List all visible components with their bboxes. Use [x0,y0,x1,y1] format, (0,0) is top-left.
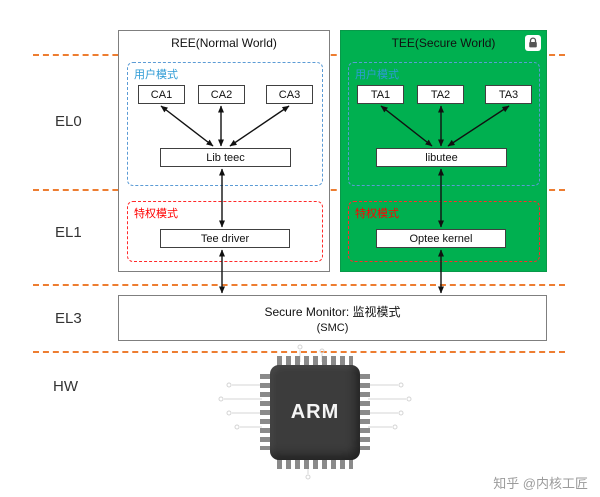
tee-priv-mode-region: 特权模式 [348,201,540,262]
label-hw: HW [53,378,78,395]
ree-priv-mode-label: 特权模式 [134,208,178,220]
watermark: 知乎 @内核工匠 [493,476,588,491]
chip-pins-top [277,356,353,366]
lock-icon [525,35,541,51]
tee-user-mode-label: 用户模式 [355,69,399,81]
arm-chip: ARM [270,365,360,460]
lib-teec-box: Lib teec [160,148,291,167]
label-el1: EL1 [55,224,82,241]
ree-title: REE(Normal World) [171,36,277,50]
ta2-box: TA2 [417,85,464,104]
ree-user-mode-label: 用户模式 [134,69,178,81]
chip-pins-bottom [277,459,353,469]
arm-chip-label: ARM [290,401,340,423]
ta3-box: TA3 [485,85,532,104]
ree-priv-mode-region: 特权模式 [127,201,323,262]
tee-driver-box: Tee driver [160,229,290,248]
ca3-box: CA3 [266,85,313,104]
tee-priv-mode-label: 特权模式 [355,208,399,220]
secure-monitor-title: Secure Monitor: 监视模式 [264,304,401,319]
tee-title: TEE(Secure World) [391,36,496,50]
ree-user-mode-region: 用户模式 [127,62,323,186]
hw-boundary-line [33,351,565,353]
label-el0: EL0 [55,113,82,130]
chip-pins-right [360,374,370,450]
label-el3: EL3 [55,310,82,327]
chip-pins-left [260,374,270,450]
secure-monitor-box: Secure Monitor: 监视模式 (SMC) [118,295,547,341]
ca2-box: CA2 [198,85,245,104]
ta1-box: TA1 [357,85,404,104]
ca1-box: CA1 [138,85,185,104]
optee-kernel-box: Optee kernel [376,229,506,248]
libutee-box: libutee [376,148,507,167]
secure-monitor-subtitle: (SMC) [316,321,349,334]
tee-user-mode-region: 用户模式 [348,62,540,186]
el3-boundary-line [33,284,565,286]
